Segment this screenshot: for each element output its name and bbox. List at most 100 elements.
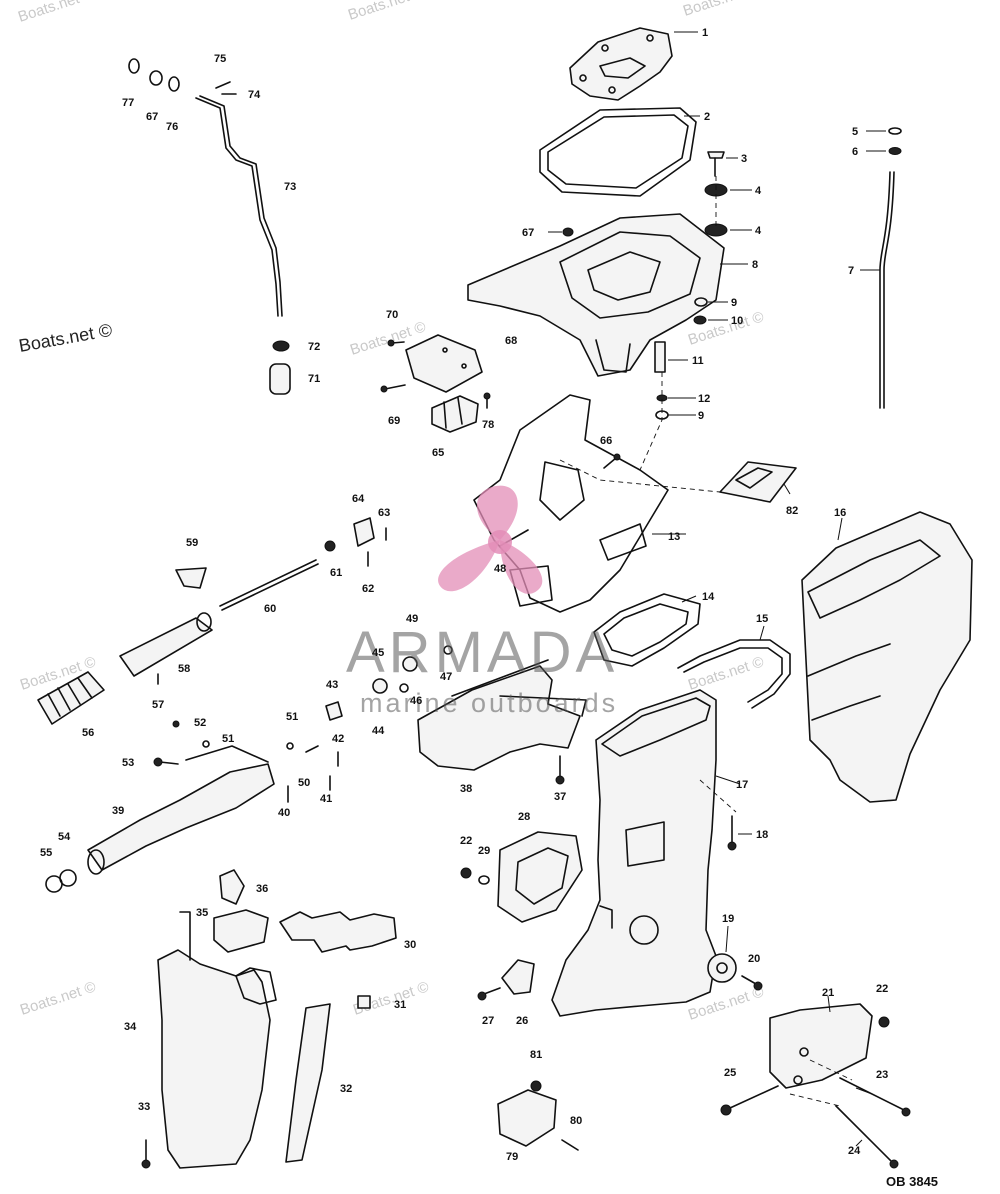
part-38-bracket (417, 659, 587, 771)
part-67-nut (149, 70, 163, 86)
part-76-washer (168, 76, 180, 92)
callout-label: 55 (40, 847, 52, 859)
callout-label: 67 (146, 111, 158, 123)
part-56-grip (37, 671, 105, 725)
callout-label: 26 (516, 1015, 528, 1027)
part-70-screw (387, 339, 405, 347)
callout-label: 22 (460, 835, 472, 847)
part-14-gasket (593, 593, 701, 667)
callout-labels: 1 2 3 4 4 8 5 6 7 67 9 10 11 12 9 70 68 … (40, 27, 888, 1163)
part-19-mount (707, 953, 737, 983)
part-22-nut (460, 867, 890, 1028)
callout-label: 60 (264, 603, 276, 615)
callout-label: 42 (332, 733, 344, 745)
part-33-screw (141, 1139, 151, 1169)
part-27-screw (477, 987, 501, 1001)
watermark-site: Boats.net © (16, 0, 96, 26)
callout-label: 79 (506, 1151, 518, 1163)
callout-label: 34 (124, 1021, 137, 1033)
callout-label: 66 (600, 435, 612, 447)
callout-label: 20 (748, 953, 760, 965)
part-32-strip (285, 1003, 331, 1163)
watermark-site: Boats.net © (346, 0, 426, 24)
part-66-screw (603, 453, 621, 469)
part-72-nut (272, 340, 290, 352)
callout-label: 59 (186, 537, 198, 549)
callout-label: 27 (482, 1015, 494, 1027)
watermark-site: Boats.net © (686, 653, 766, 693)
callout-label: 43 (326, 679, 338, 691)
callout-label: 21 (822, 987, 834, 999)
callout-label: 73 (284, 181, 296, 193)
callout-label: 51 (222, 733, 234, 745)
callout-label: 51 (286, 711, 298, 723)
part-25-bolt (720, 1085, 779, 1116)
part-6-nut (888, 147, 902, 155)
callout-label: 31 (394, 999, 406, 1011)
callout-label: 25 (724, 1067, 736, 1079)
callout-label: 76 (166, 121, 178, 133)
callout-label: 72 (308, 341, 320, 353)
callout-label: 28 (518, 811, 530, 823)
callout-label: 63 (378, 507, 390, 519)
armada-logo-watermark: ARMADA marine outboards (346, 485, 618, 718)
part-68-bracket (405, 334, 483, 393)
part-64-block (353, 517, 375, 547)
callout-label: 61 (330, 567, 342, 579)
part-77-washer (128, 58, 140, 74)
callout-label: 11 (692, 355, 704, 367)
part-50-stud (305, 745, 319, 753)
callout-label: 1 (702, 27, 708, 39)
callout-label: 19 (722, 913, 734, 925)
callout-label: 9 (698, 410, 704, 422)
part-61-nut (324, 540, 336, 552)
part-46-washer (399, 683, 409, 693)
part-65-mount (431, 395, 479, 433)
part-37-screw (555, 755, 565, 785)
callout-label: 4 (755, 225, 762, 237)
part-67-screw (562, 227, 574, 237)
part-17-driveshaft-housing (551, 689, 717, 1017)
callout-label: 78 (482, 419, 494, 431)
part-30-plate (279, 911, 397, 953)
part-58-throttle-handle (119, 612, 213, 677)
callout-label: 7 (848, 265, 854, 277)
callout-label: 16 (834, 507, 846, 519)
part-28-cover (497, 831, 583, 923)
part-36-pad (219, 869, 245, 905)
propeller-logo-icon (438, 485, 543, 594)
callout-label: 37 (554, 791, 566, 803)
callout-label: 17 (736, 779, 748, 791)
part-29-washer (478, 875, 490, 885)
callout-label: 47 (440, 671, 452, 683)
part-4-mount (704, 183, 728, 237)
part-73-linkage-rod (195, 95, 283, 317)
part-26-exhaust-cap (501, 959, 535, 995)
callout-label: 3 (741, 153, 747, 165)
watermark-site-primary: Boats.net © (17, 320, 113, 356)
part-81-washer (530, 1080, 542, 1092)
part-59-clip (175, 567, 207, 589)
part-44-knob (372, 678, 388, 694)
part-5-washer (888, 127, 902, 135)
part-7-shift-rod (879, 171, 895, 409)
callout-label: 64 (352, 493, 365, 505)
part-52-screw (172, 720, 180, 728)
callout-label: 49 (406, 613, 418, 625)
part-60-throttle-shaft (219, 559, 319, 611)
callout-label: 53 (122, 757, 134, 769)
assembly-lines (559, 176, 853, 1107)
brand-wordmark: ARMADA (346, 620, 618, 685)
callout-label: 65 (432, 447, 444, 459)
callout-label: 24 (848, 1145, 861, 1157)
callout-label: 30 (404, 939, 416, 951)
part-23-bolt (839, 1077, 911, 1117)
part-45-gear (402, 656, 418, 672)
leader-lines (548, 31, 886, 1147)
diagram-reference-code: OB 3845 (886, 1174, 938, 1189)
part-8-adaptor-plate (467, 213, 725, 377)
part-80-screw (561, 1139, 579, 1151)
callout-label: 56 (82, 727, 94, 739)
callout-label: 12 (698, 393, 710, 405)
